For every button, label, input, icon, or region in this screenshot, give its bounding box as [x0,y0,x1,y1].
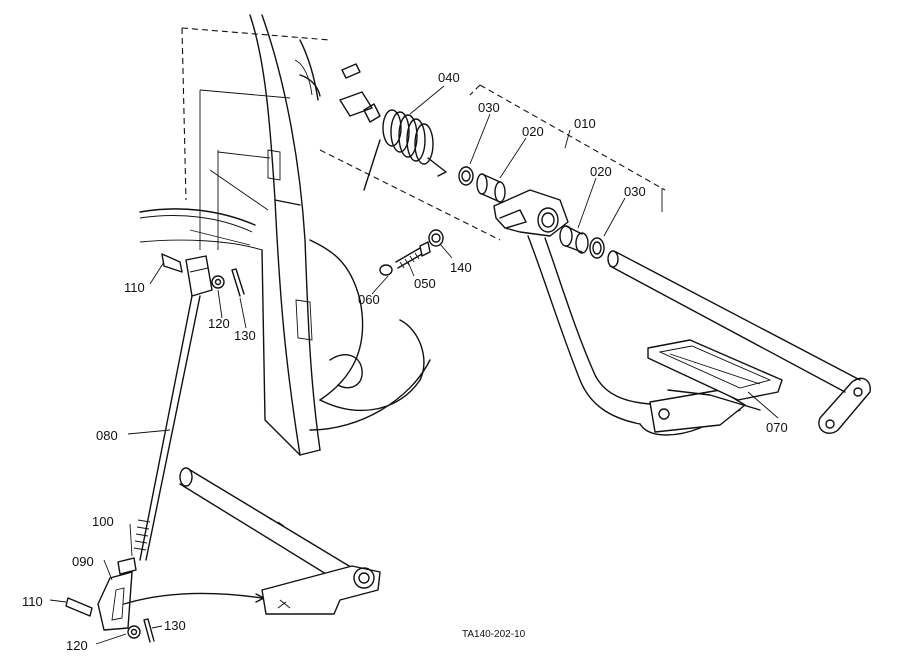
brake-cross-shaft [179,467,381,615]
pedal-shaft-axis [319,84,666,241]
label-070: 070 [766,420,788,435]
leader-lines [49,85,779,645]
label-130-b: 130 [164,618,186,633]
pedal-pad [647,339,783,411]
label-020-a: 020 [522,124,544,139]
label-130-a: 130 [234,328,256,343]
label-030-b: 030 [624,184,646,199]
lower-clevis [65,557,265,643]
label-110-a: 110 [124,280,145,295]
frame-panel [139,14,431,456]
upper-clevis [161,253,245,297]
label-110-b: 110 [22,594,43,609]
label-040: 040 [438,70,460,85]
brake-pedal-arm [493,189,746,436]
label-090: 090 [72,554,94,569]
label-010: 010 [574,116,596,131]
bushing-collar-right [559,225,871,434]
label-080: 080 [96,428,118,443]
label-020-b: 020 [590,164,612,179]
label-140: 140 [450,260,472,275]
brake-rod [133,295,201,561]
part-labels: 040 030 020 010 020 030 140 050 060 070 … [22,70,788,653]
label-120-a: 120 [208,316,230,331]
label-120-b: 120 [66,638,88,653]
return-spring [339,91,447,191]
adjust-bolt-set [379,229,444,276]
label-050: 050 [414,276,436,291]
label-030-a: 030 [478,100,500,115]
drawing-reference: TA140-202-10 [462,629,526,640]
collar-and-bushing-left [458,166,506,203]
label-060: 060 [358,292,380,307]
label-100: 100 [92,514,114,529]
